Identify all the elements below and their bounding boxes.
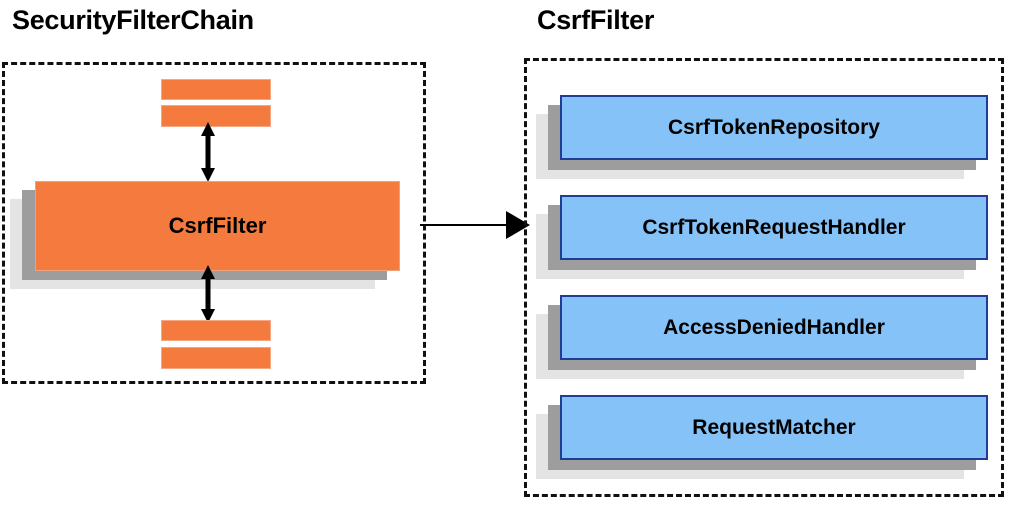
collaborator-box-csrf-token-repository[interactable]: CsrfTokenRepository: [536, 95, 988, 179]
collaborator-box-label: CsrfTokenRequestHandler: [560, 195, 988, 260]
arrow-chain-to-filter: [420, 211, 530, 239]
security-filter-chain-container: [2, 62, 426, 384]
collaborator-box-label: AccessDeniedHandler: [560, 295, 988, 360]
double-arrow-below-csrf-filter: [201, 265, 215, 323]
filter-bar-bottom-1: [161, 320, 271, 341]
filter-bar-bottom-2: [161, 347, 271, 369]
filter-bar-top-2: [161, 105, 271, 127]
group-title-security-filter-chain: SecurityFilterChain: [12, 5, 254, 35]
collaborator-box-csrf-token-request-handler[interactable]: CsrfTokenRequestHandler: [536, 195, 988, 279]
csrf-filter-container: [524, 58, 1004, 497]
collaborator-box-request-matcher[interactable]: RequestMatcher: [536, 395, 988, 479]
double-arrow-above-csrf-filter: [201, 122, 215, 182]
csrf-filter-box-label: CsrfFilter: [35, 181, 400, 271]
collaborator-box-label: RequestMatcher: [560, 395, 988, 460]
collaborator-box-access-denied-handler[interactable]: AccessDeniedHandler: [536, 295, 988, 379]
csrf-filter-box[interactable]: CsrfFilter: [10, 181, 400, 289]
collaborator-box-label: CsrfTokenRepository: [560, 95, 988, 160]
filter-bar-top-1: [161, 79, 271, 100]
group-title-csrf-filter: CsrfFilter: [537, 5, 655, 35]
